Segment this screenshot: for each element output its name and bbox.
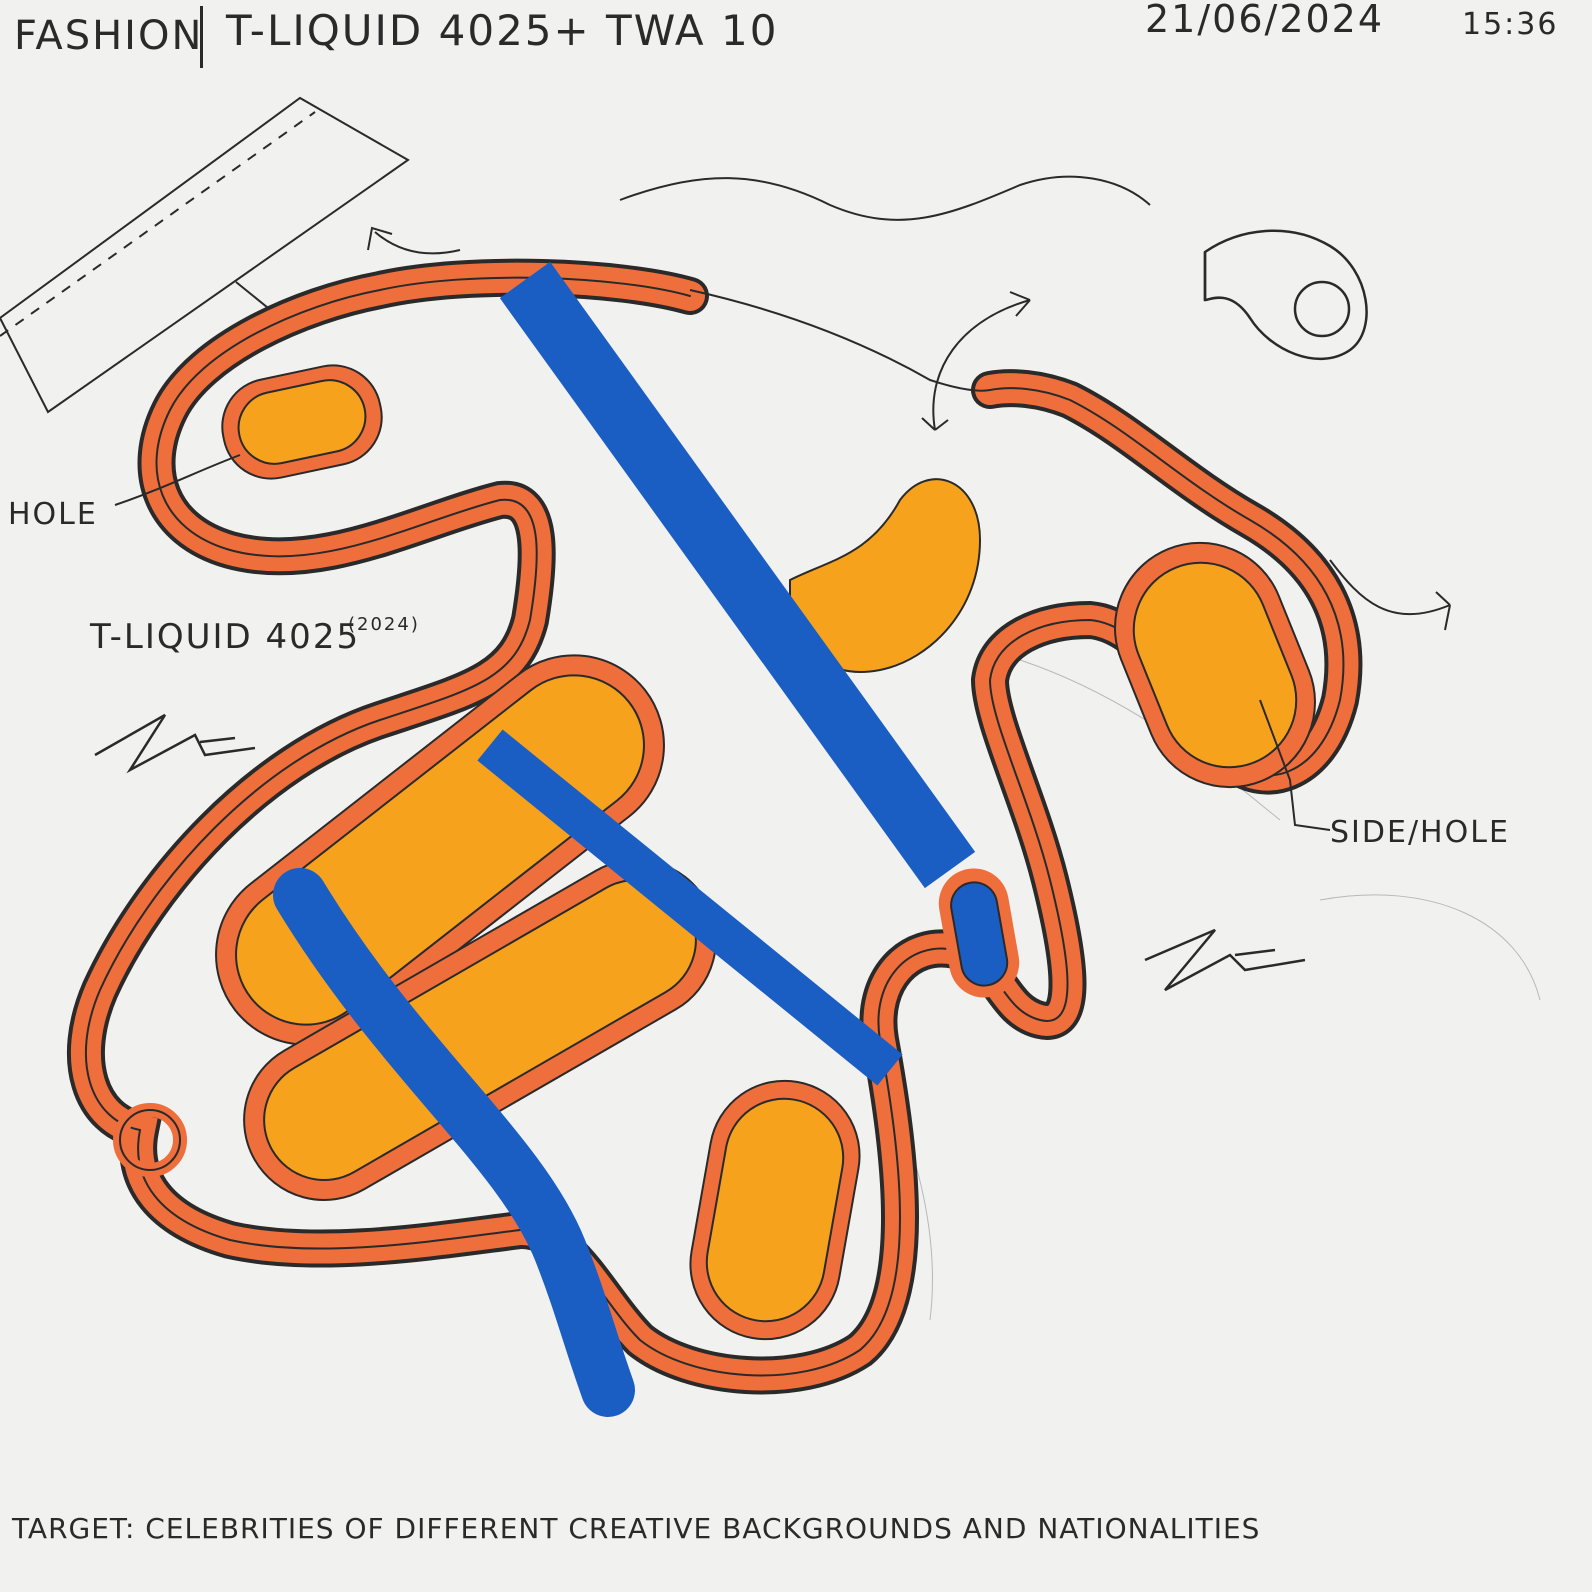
header-divider bbox=[200, 6, 203, 68]
header-date: 21/06/2024 bbox=[1145, 0, 1385, 41]
blue-straps bbox=[273, 261, 1020, 1417]
wave-line bbox=[619, 175, 1151, 221]
label-side-hole: SIDE/HOLE bbox=[1330, 815, 1510, 850]
header-model: T-LIQUID 4025+ TWA 10 bbox=[226, 6, 779, 55]
header-category: FASHION bbox=[14, 13, 204, 59]
clasp-sketch bbox=[1203, 229, 1368, 361]
lower-hole-panel bbox=[689, 1079, 861, 1341]
header-time: 15:36 bbox=[1462, 7, 1559, 42]
curved-arrow-icon bbox=[921, 291, 1031, 431]
label-model-year: (2024) bbox=[348, 614, 420, 635]
curved-arrow-icon bbox=[367, 226, 461, 255]
target-note: TARGET: CELEBRITIES OF DIFFERENT CREATIV… bbox=[12, 1512, 1261, 1545]
side-hole-panel bbox=[1114, 541, 1316, 789]
curved-arrow-icon bbox=[1329, 559, 1451, 631]
label-hole: HOLE bbox=[8, 497, 98, 532]
orange-panels bbox=[215, 364, 1316, 1341]
label-model-name: T-LIQUID 4025 bbox=[90, 617, 361, 657]
signature bbox=[94, 713, 1306, 992]
hole-panel bbox=[221, 364, 383, 480]
